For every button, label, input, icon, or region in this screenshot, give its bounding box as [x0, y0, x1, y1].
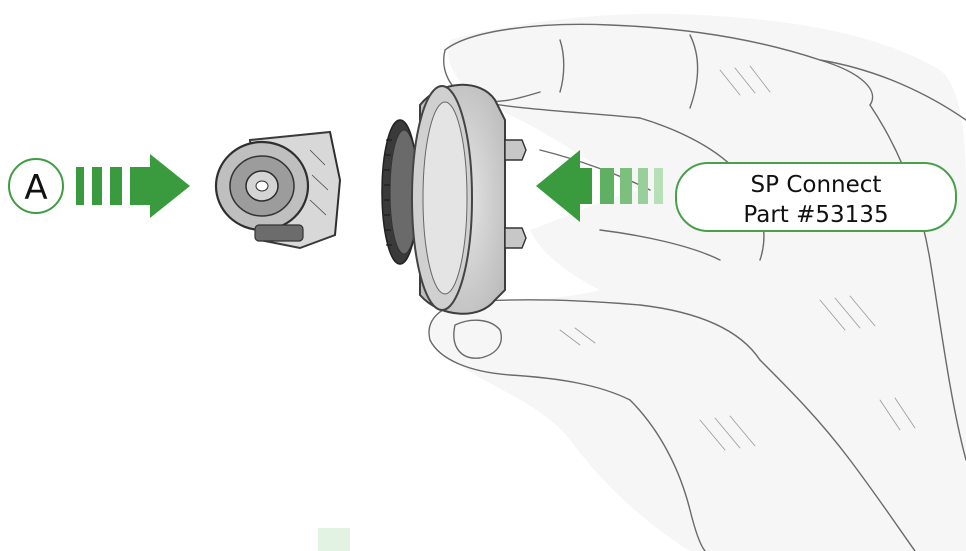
callout-line-2: Part #53135 — [743, 202, 888, 228]
part-callout: SP Connect Part #53135 — [676, 163, 956, 231]
callout-line-1: SP Connect — [751, 172, 882, 198]
label-a-text: A — [24, 168, 47, 208]
faint-marker — [318, 528, 350, 551]
label-a: A — [9, 159, 63, 213]
